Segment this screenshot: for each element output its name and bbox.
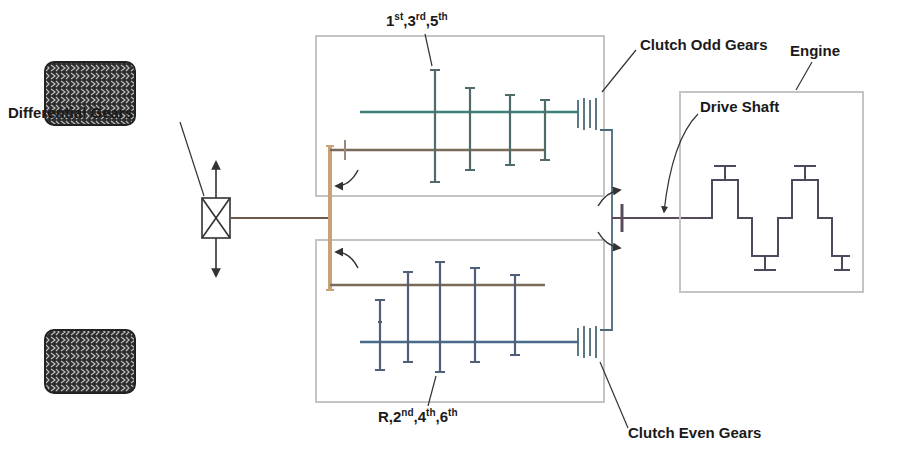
callout-label: Clutch Even Gears — [628, 424, 761, 442]
odd-gear-set — [330, 70, 578, 182]
final-drive-gear — [326, 146, 334, 290]
drive-shaft — [612, 204, 700, 232]
differential-symbol — [202, 162, 330, 276]
callout-label: Differential Gears — [8, 104, 133, 122]
engine-block — [680, 92, 863, 292]
callout-label: Clutch Odd Gears — [640, 36, 768, 54]
rotation-arrow — [336, 170, 620, 268]
even-gear-set — [330, 262, 578, 372]
callout-label: R,2nd,4th,6th — [378, 408, 458, 426]
callout-label: Drive Shaft — [700, 98, 779, 116]
callout-label: 1st,3rd,5th — [386, 12, 448, 30]
leader-line — [180, 34, 812, 428]
callout-label: Engine — [790, 42, 840, 60]
clutch-pack — [578, 98, 612, 358]
gearbox-housing — [316, 36, 604, 402]
